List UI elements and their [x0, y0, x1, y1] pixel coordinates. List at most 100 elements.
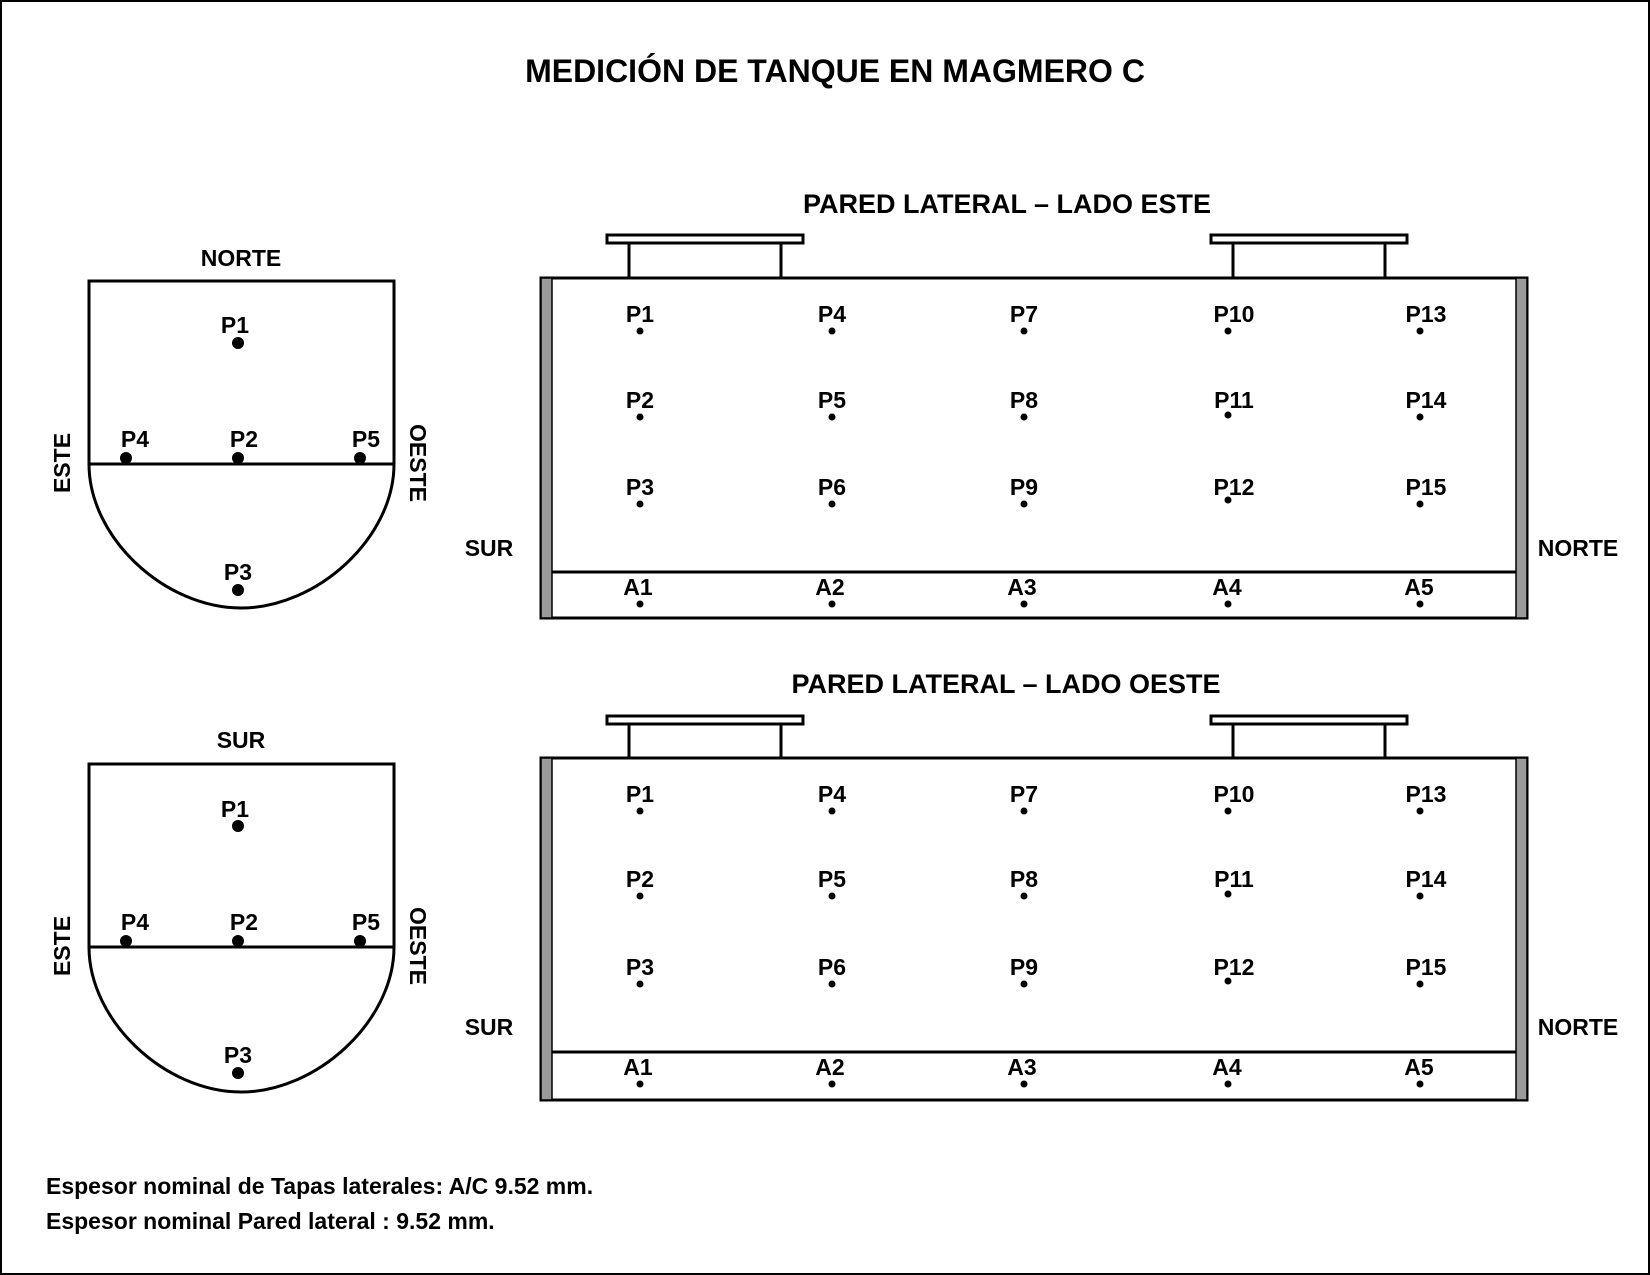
end-cap-top-label: SUR	[217, 727, 266, 753]
point-label: A5	[1404, 1054, 1434, 1080]
measurement-point	[636, 413, 644, 421]
point-label: P9	[1010, 954, 1038, 980]
measurement-point	[636, 980, 644, 988]
point-label: P10	[1214, 301, 1255, 327]
point-label: P1	[221, 312, 249, 338]
measurement-point	[636, 807, 644, 815]
end-cap-north: NORTE ESTE OESTE P1 P2 P3 P4 P5	[49, 245, 431, 610]
end-cap-arc	[87, 946, 396, 1094]
point-label: P12	[1214, 954, 1255, 980]
measurement-point	[636, 1080, 644, 1088]
end-cap-upper-outline	[87, 279, 396, 464]
measurement-point	[1020, 327, 1028, 335]
wall-end-post	[1515, 757, 1528, 1101]
wall-west: PARED LATERAL – LADO OESTE SUR NORTE P1 …	[465, 669, 1619, 1102]
measurement-point	[828, 600, 836, 608]
measurement-point	[1020, 892, 1028, 900]
measurement-point	[828, 807, 836, 815]
page-title: MEDICIÓN DE TANQUE EN MAGMERO C	[525, 53, 1145, 89]
point-label: P12	[1214, 474, 1255, 500]
end-cap-south: SUR ESTE OESTE P1 P2 P3 P4 P5	[49, 727, 431, 1094]
measurement-point	[1020, 600, 1028, 608]
measurement-point	[1020, 980, 1028, 988]
point-label: A3	[1007, 574, 1036, 600]
measurement-point	[1224, 807, 1232, 815]
wall-right-label: NORTE	[1538, 1014, 1619, 1040]
note-wall-thickness: Espesor nominal Pared lateral : 9.52 mm.	[46, 1208, 495, 1234]
point-label: P3	[224, 559, 252, 585]
measurement-point	[636, 892, 644, 900]
measurement-point	[1020, 1080, 1028, 1088]
point-label: P7	[1010, 781, 1038, 807]
point-label: P8	[1010, 866, 1038, 892]
wall-end-post	[540, 277, 553, 619]
measurement-point	[232, 452, 244, 464]
point-label: P15	[1406, 954, 1447, 980]
measurement-point	[828, 327, 836, 335]
point-label: P1	[221, 796, 249, 822]
measurement-point	[1224, 600, 1232, 608]
point-label: P3	[224, 1042, 252, 1068]
wall-east: PARED LATERAL – LADO ESTE SUR NORTE P1 P…	[465, 189, 1618, 620]
measurement-point	[354, 935, 366, 947]
measurement-point	[1224, 327, 1232, 335]
measurement-point	[1416, 892, 1424, 900]
point-label: A5	[1404, 574, 1434, 600]
end-cap-upper-outline	[87, 762, 396, 947]
point-label: P1	[626, 781, 654, 807]
end-cap-right-label: OESTE	[405, 424, 431, 502]
point-label: P15	[1406, 474, 1447, 500]
point-label: P5	[352, 426, 380, 452]
point-label: A1	[623, 574, 653, 600]
measurement-point	[1224, 1080, 1232, 1088]
measurement-point	[1020, 413, 1028, 421]
point-label: A2	[815, 1054, 844, 1080]
measurement-point	[1020, 500, 1028, 508]
measurement-point	[828, 980, 836, 988]
point-label: P4	[818, 301, 846, 327]
point-label: P2	[230, 909, 258, 935]
point-label: P1	[626, 301, 654, 327]
wall-end-post	[540, 757, 553, 1101]
point-label: P8	[1010, 387, 1038, 413]
measurement-point	[828, 892, 836, 900]
note-end-cap-thickness: Espesor nominal de Tapas laterales: A/C …	[46, 1173, 593, 1199]
wall-left-label: SUR	[465, 1014, 514, 1040]
measurement-point	[1020, 807, 1028, 815]
measurement-point	[120, 935, 132, 947]
point-label: P14	[1406, 387, 1447, 413]
measurement-point	[1416, 327, 1424, 335]
measurement-point	[1224, 977, 1232, 985]
measurement-point	[636, 327, 644, 335]
saddle-support	[605, 714, 805, 726]
wall-title: PARED LATERAL – LADO OESTE	[791, 669, 1220, 699]
point-label: P2	[626, 866, 654, 892]
end-cap-right-label: OESTE	[405, 907, 431, 985]
measurement-point	[1416, 1080, 1424, 1088]
measurement-point	[232, 1067, 244, 1079]
measurement-point	[1224, 496, 1232, 504]
measurement-point	[232, 820, 244, 832]
point-label: P11	[1214, 866, 1254, 892]
measurement-point	[1224, 411, 1232, 419]
measurement-point	[1416, 980, 1424, 988]
measurement-point	[232, 584, 244, 596]
point-label: P5	[818, 387, 846, 413]
point-label: A3	[1007, 1054, 1036, 1080]
end-cap-left-label: ESTE	[49, 433, 75, 493]
measurement-point	[1224, 890, 1232, 898]
saddle-support	[1209, 714, 1409, 726]
end-cap-left-label: ESTE	[49, 916, 75, 976]
point-label: P4	[121, 909, 149, 935]
point-label: A4	[1212, 574, 1242, 600]
saddle-support	[1209, 233, 1409, 245]
measurement-point	[120, 452, 132, 464]
wall-outline	[539, 276, 1529, 620]
measurement-point	[828, 1080, 836, 1088]
wall-outline	[539, 756, 1529, 1102]
point-label: A1	[623, 1054, 653, 1080]
measurement-point	[1416, 413, 1424, 421]
saddle-support	[605, 233, 805, 245]
